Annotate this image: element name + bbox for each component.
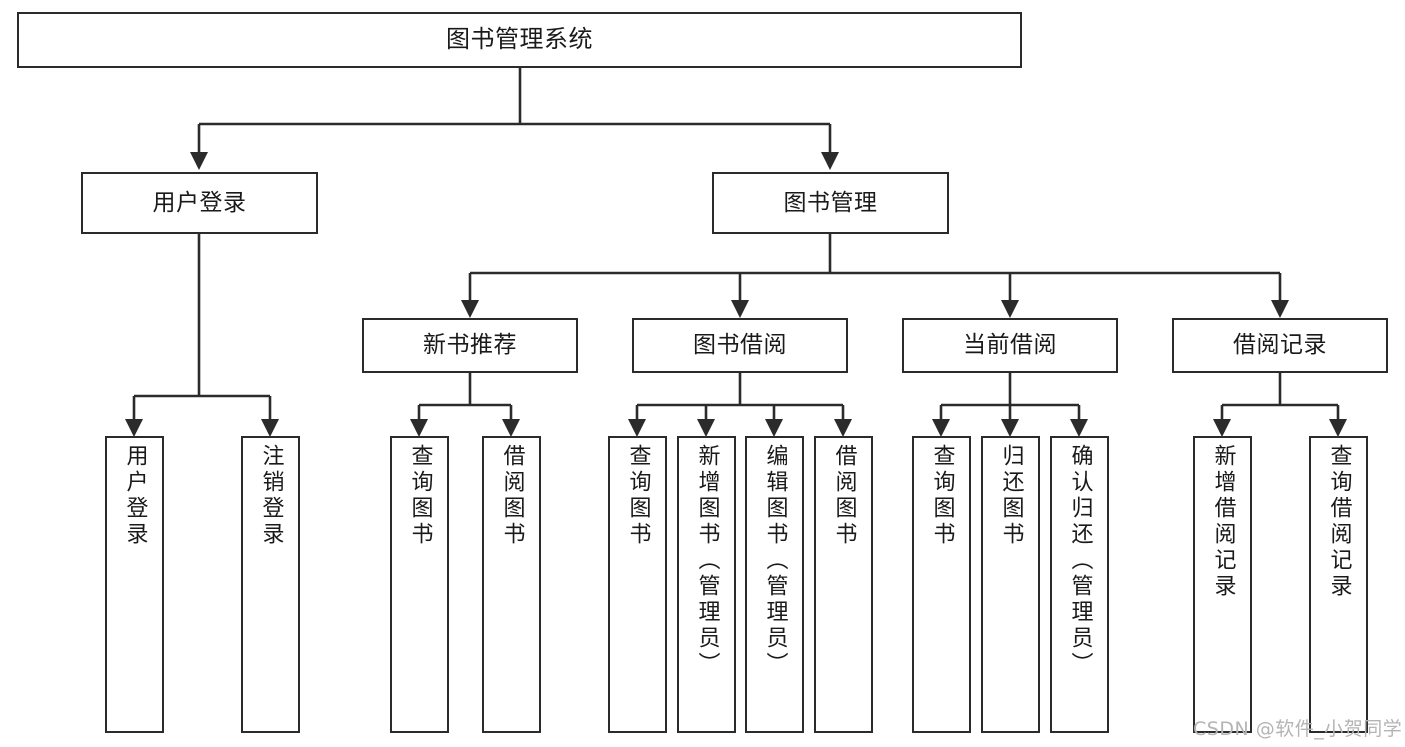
- node-label: 编辑图书（管理员）: [762, 444, 788, 678]
- leaf-confirm-return[interactable]: 确认归还（管理员）: [1050, 436, 1109, 733]
- node-book-borrow[interactable]: 图书借阅: [632, 318, 848, 373]
- node-label: 借阅记录: [1233, 332, 1327, 359]
- node-book-management[interactable]: 图书管理: [712, 172, 949, 234]
- node-user-login[interactable]: 用户登录: [81, 172, 318, 234]
- node-label: 借阅图书: [499, 444, 525, 548]
- node-label: 查询借阅记录: [1326, 444, 1352, 600]
- node-book-management-system[interactable]: 图书管理系统: [17, 12, 1022, 68]
- leaf-borrow-book-borrow[interactable]: 借阅图书: [814, 436, 873, 733]
- leaf-return-book[interactable]: 归还图书: [981, 436, 1040, 733]
- leaf-edit-book[interactable]: 编辑图书（管理员）: [745, 436, 804, 733]
- leaf-add-borrow-record[interactable]: 新增借阅记录: [1193, 436, 1252, 733]
- node-label: 确认归还（管理员）: [1067, 444, 1093, 678]
- node-label: 归还图书: [998, 444, 1024, 548]
- leaf-logout-login[interactable]: 注销登录: [241, 436, 300, 733]
- node-label: 图书管理: [783, 189, 878, 216]
- leaf-query-borrow-record[interactable]: 查询借阅记录: [1309, 436, 1368, 733]
- node-label: 图书借阅: [693, 332, 787, 359]
- node-current-borrow[interactable]: 当前借阅: [902, 318, 1118, 373]
- node-borrow-record[interactable]: 借阅记录: [1172, 318, 1388, 373]
- node-new-book-recommend[interactable]: 新书推荐: [362, 318, 578, 373]
- node-label: 图书管理系统: [446, 25, 593, 54]
- leaf-add-book[interactable]: 新增图书（管理员）: [677, 436, 736, 733]
- leaf-query-book-borrow[interactable]: 查询图书: [608, 436, 667, 733]
- node-label: 借阅图书: [831, 444, 857, 548]
- leaf-borrow-book-new-book[interactable]: 借阅图书: [482, 436, 541, 733]
- node-label: 用户登录: [152, 189, 247, 216]
- node-label: 用户登录: [122, 444, 148, 548]
- node-label: 当前借阅: [963, 332, 1057, 359]
- leaf-query-book-new-book[interactable]: 查询图书: [390, 436, 449, 733]
- node-label: 新书推荐: [423, 332, 517, 359]
- node-label: 查询图书: [929, 444, 955, 548]
- node-label: 注销登录: [258, 444, 284, 548]
- leaf-user-login[interactable]: 用户登录: [105, 436, 164, 733]
- node-label: 查询图书: [625, 444, 651, 548]
- node-label: 新增借阅记录: [1210, 444, 1236, 600]
- node-label: 新增图书（管理员）: [694, 444, 720, 678]
- leaf-query-book-current[interactable]: 查询图书: [912, 436, 971, 733]
- node-label: 查询图书: [407, 444, 433, 548]
